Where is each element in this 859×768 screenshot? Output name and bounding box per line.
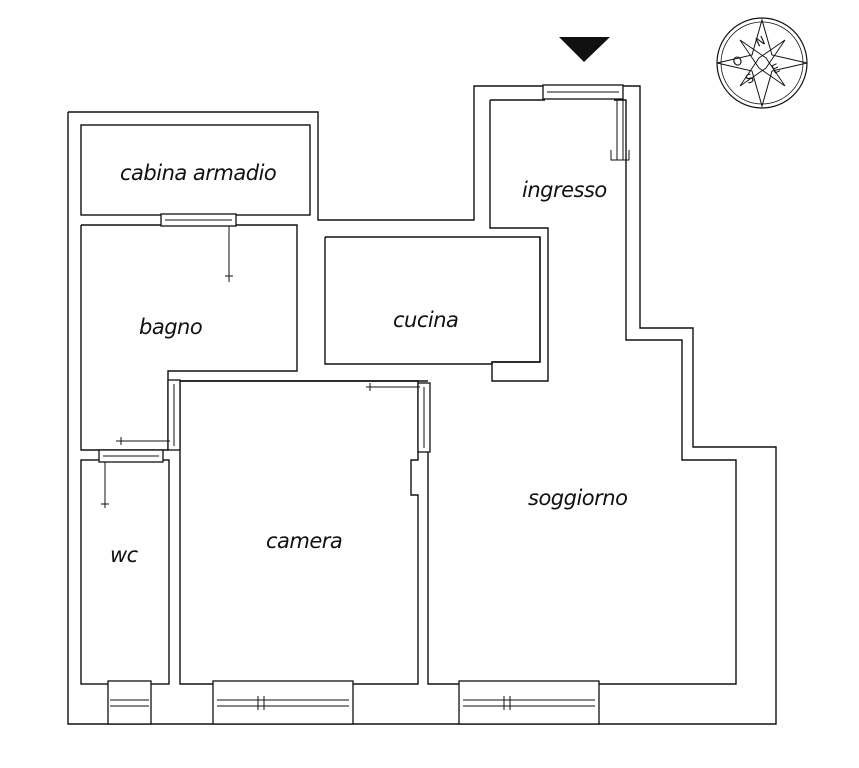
door-cabina (160, 213, 237, 282)
window-soggiorno (458, 680, 600, 725)
door-camera (366, 382, 431, 453)
entrance-arrow-icon (559, 37, 610, 62)
door-bagno (116, 379, 181, 451)
window-camera (212, 680, 354, 725)
room-label-soggiorno: soggiorno (528, 486, 627, 510)
room-label-cabina-armadio: cabina armadio (120, 161, 276, 185)
window-wc (107, 680, 152, 725)
room-label-ingresso: ingresso (522, 178, 607, 202)
room-label-camera: camera (266, 529, 342, 553)
room-label-cucina: cucina (393, 308, 458, 332)
wc-room (80, 459, 170, 685)
room-label-wc: wc (110, 543, 139, 567)
door-wc (98, 449, 164, 508)
compass-rose-icon: N E S O (716, 17, 808, 109)
cucina-room (324, 236, 541, 365)
door-ingresso (542, 84, 630, 161)
room-label-bagno: bagno (139, 315, 202, 339)
outer-wall-outline (67, 85, 777, 725)
bagno-room (80, 224, 298, 451)
